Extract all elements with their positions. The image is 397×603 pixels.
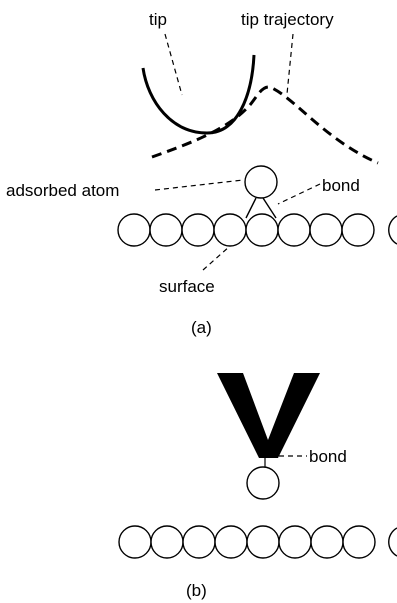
surface-atom [310,214,342,246]
surface-atom [119,526,151,558]
surface-atom [214,214,246,246]
surface-atom [151,526,183,558]
surface-atom [215,526,247,558]
surface-atom [246,214,278,246]
panel-a: tip tip trajectory adsorbed atom bond su… [6,10,397,337]
tip-trajectory-label: tip trajectory [241,10,334,29]
surface-atom [247,526,279,558]
adsorbed-atom-label: adsorbed atom [6,181,119,200]
tip-trajectory-curve [152,87,378,163]
surface-atom [343,526,375,558]
surface-atoms-b [119,526,397,558]
panel-b: bond (b) [119,373,397,600]
tip-v-shape [217,373,320,458]
tip-leader-line [165,34,182,95]
surface-leader-line [203,246,230,270]
surface-atom [278,214,310,246]
surface-atom [183,526,215,558]
surface-atoms [118,214,397,246]
surface-label: surface [159,277,215,296]
tip-trajectory-leader-line [287,34,293,94]
surface-atom [118,214,150,246]
bond-line-left [246,198,256,218]
surface-atom-partial [389,216,397,244]
caption-a: (a) [191,318,212,337]
adsorbed-atom-leader-line [155,180,243,190]
surface-atom [342,214,374,246]
caption-b: (b) [186,581,207,600]
surface-atom [182,214,214,246]
bond-label-a: bond [322,176,360,195]
tip-label: tip [149,10,167,29]
surface-atom [150,214,182,246]
surface-atom-partial [389,528,397,556]
adsorbed-atom [245,166,277,198]
tip-curve [143,55,254,133]
bond-label-b: bond [309,447,347,466]
bond-leader-line [278,184,320,204]
adsorbed-atom-b [247,467,279,499]
surface-atom [311,526,343,558]
surface-atom [279,526,311,558]
